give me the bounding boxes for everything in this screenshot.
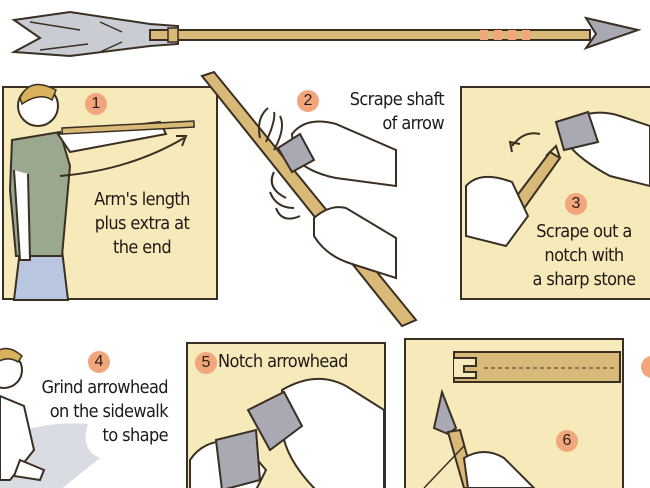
- step-4-caption-line: to shape: [102, 425, 169, 446]
- scraping-shaft-illustration: [200, 70, 418, 328]
- step-3-caption-line: a sharp stone: [532, 269, 636, 290]
- step-4-caption-line: on the sidewalk: [49, 401, 169, 422]
- finished-arrow-illustration: [10, 10, 642, 58]
- step-1-caption-line: the end: [112, 237, 172, 258]
- step-5-badge: 5: [195, 352, 217, 374]
- step-5-caption: Notch arrowhead: [218, 350, 348, 374]
- grinding-arrowhead-illustration: [0, 347, 100, 488]
- step-4-caption-line: Grind arrowhead: [41, 377, 168, 398]
- step-1-caption-line: Arm's length: [94, 189, 190, 210]
- step-4-badge: 4: [88, 351, 110, 373]
- step-5-caption-line: Notch arrowhead: [218, 351, 348, 372]
- step-6-badge: 6: [556, 430, 578, 452]
- boy-measuring-arm-illustration: [8, 83, 195, 301]
- step-3-caption: Scrape out a notch with a sharp stone: [524, 220, 644, 292]
- step-2-caption-line: Scrape shaft: [349, 89, 445, 110]
- step-2-caption: Scrape shaft of arrow: [326, 88, 445, 136]
- next-step-badge-edge: [641, 356, 650, 378]
- step-1-caption-line: plus extra at: [94, 213, 190, 234]
- step-1-caption: Arm's length plus extra at the end: [80, 188, 204, 260]
- step-1-badge: 1: [85, 93, 107, 115]
- step-2-badge: 2: [297, 90, 319, 112]
- step-4-caption: Grind arrowhead on the sidewalk to shape: [34, 376, 168, 448]
- step-3-caption-line: Scrape out a: [536, 221, 632, 242]
- step-3-caption-line: notch with: [544, 245, 624, 266]
- notching-shaft-illustration: [465, 110, 650, 248]
- notching-arrowhead-illustration: [189, 377, 385, 488]
- step-3-badge: 3: [565, 193, 587, 215]
- binding-arrowhead-illustration: [423, 351, 621, 488]
- step-2-caption-line: of arrow: [382, 113, 444, 134]
